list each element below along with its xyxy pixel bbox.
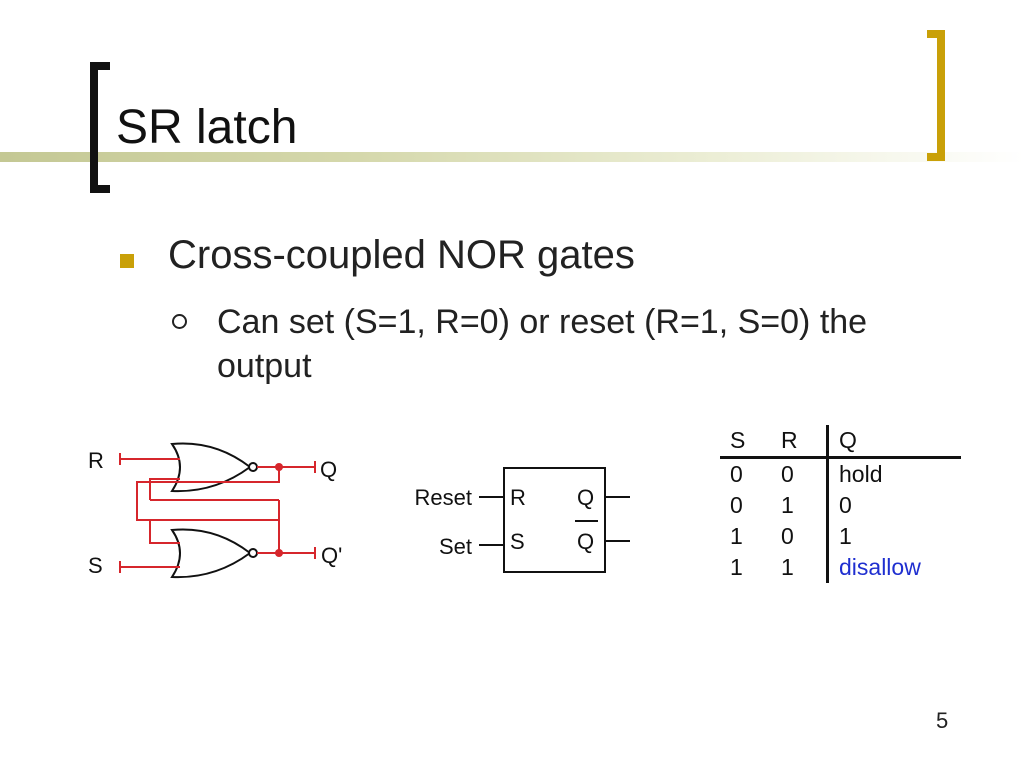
truth-table-cell: 1 (826, 521, 961, 552)
page-number: 5 (936, 708, 949, 733)
block-pin-q: Q (577, 485, 594, 510)
bullet-level-2-text: Can set (S=1, R=0) or reset (R=1, S=0) t… (217, 303, 868, 385)
junction-dot-qbar (275, 549, 283, 557)
circuit-label-s: S (88, 553, 103, 578)
circuit-label-q: Q (320, 457, 337, 482)
truth-table-row: 0 0 hold (720, 457, 961, 490)
nor-gate-bottom (170, 528, 258, 579)
junction-dot-q (275, 463, 283, 471)
wire-terminals (119, 453, 316, 573)
truth-table-cell: 1 (730, 523, 743, 549)
ring-bullet-icon (172, 314, 187, 329)
nor-gate-top (170, 442, 258, 493)
bullet-level-1-text: Cross-coupled NOR gates (168, 233, 635, 277)
truth-table-row: 1 1 disallow (720, 552, 961, 583)
truth-table-cell: 0 (730, 461, 743, 487)
truth-table-cell-disallow: disallow (826, 552, 961, 583)
truth-table-cell: 0 (781, 461, 794, 487)
block-pin-qbar: Q (577, 529, 594, 554)
truth-table-row: 0 1 0 (720, 490, 961, 521)
sr-latch-block-symbol: Reset Set R S Q Q (415, 467, 630, 573)
title-band (0, 152, 1024, 162)
truth-table-cell: 0 (781, 523, 794, 549)
block-set-label: Set (439, 534, 472, 559)
nor-latch-circuit: R S Q Q' (88, 442, 342, 579)
left-bracket-decoration (90, 62, 110, 193)
truth-table-header-r: R (781, 425, 828, 459)
bullet-level-1: Cross-coupled NOR gates (120, 233, 635, 278)
truth-table-cell: 0 (730, 492, 743, 518)
truth-table-header-s: S (720, 425, 781, 459)
right-bracket-decoration (927, 30, 945, 161)
block-pin-r: R (510, 485, 526, 510)
truth-table-cell: 1 (730, 554, 743, 580)
circuit-label-r: R (88, 448, 104, 473)
truth-table-cell: 0 (826, 490, 961, 521)
truth-table-row: 1 0 1 (720, 521, 961, 552)
truth-table-cell: 1 (781, 492, 794, 518)
circuit-wires (120, 458, 315, 568)
truth-table-cell: 1 (781, 554, 794, 580)
bullet-level-2: Can set (S=1, R=0) or reset (R=1, S=0) t… (172, 300, 932, 388)
latch-block-box (503, 467, 606, 573)
truth-table-header-row: S R Q (720, 425, 961, 459)
truth-table: S R Q 0 0 hold 0 1 0 1 0 1 1 1 disallow (720, 425, 961, 583)
circuit-label-qbar: Q' (321, 543, 342, 568)
square-bullet-icon (120, 254, 134, 268)
truth-table-cell: hold (826, 457, 961, 490)
block-pin-s: S (510, 529, 525, 554)
slide-title: SR latch (116, 101, 298, 154)
truth-table-header-q: Q (826, 425, 961, 459)
block-reset-label: Reset (415, 485, 472, 510)
